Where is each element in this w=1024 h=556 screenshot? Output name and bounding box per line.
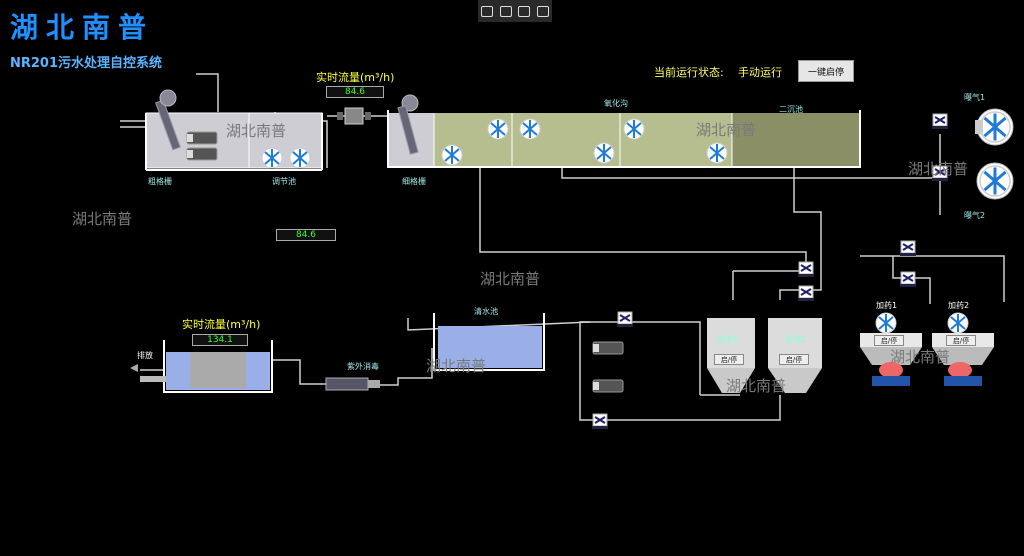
label-coarse-screen: 粗格栅 (148, 177, 172, 186)
flow-readout-top: 84.6 (326, 86, 384, 98)
status-value: 手动运行 (738, 66, 782, 79)
watermark: 湖北南普 (890, 348, 951, 366)
label-dosing-2: 加药2 (948, 301, 970, 310)
watermark: 湖北南普 (426, 357, 487, 375)
label-regulating-tank: 调节池 (272, 177, 296, 186)
pointer-icon[interactable] (499, 5, 512, 17)
view-toolbar (478, 0, 552, 22)
flow-label-top: 实时流量(m³/h) (316, 71, 395, 84)
watermark: 湖北南普 (696, 121, 757, 139)
dosing-1-start-stop-button[interactable]: 启/停 (874, 335, 904, 346)
label-dosing-1: 加药1 (876, 301, 898, 310)
watermark: 湖北南普 (72, 210, 133, 228)
flow-label-bottom: 实时流量(m³/h) (182, 318, 261, 331)
label-secondary-clarifier: 二沉池 (779, 105, 803, 114)
label-blower-2: 曝气2 (964, 211, 986, 220)
expand-icon[interactable] (536, 5, 549, 17)
watermark: 湖北南普 (908, 160, 969, 178)
watermark: 湖北南普 (480, 270, 541, 288)
label-clear-water-tank: 清水池 (474, 307, 498, 316)
flow-readout-bottom: 134.1 (192, 334, 248, 346)
watermark: 湖北南普 (226, 122, 287, 140)
status-label: 当前运行状态: (654, 66, 724, 79)
brand-title: 湖北南普 (10, 11, 155, 44)
label-discharge: 排放 (137, 351, 153, 360)
label-fine-screen: 细格栅 (402, 177, 426, 186)
label-uv-disinfection: 紫外消毒 (347, 362, 379, 371)
label-filter-1: 滤池1 (717, 335, 739, 344)
system-subtitle: NR201污水处理自控系统 (10, 56, 163, 71)
watermark: 湖北南普 (726, 377, 787, 395)
dosing-2-start-stop-button[interactable]: 启/停 (946, 335, 976, 346)
label-oxidation-ditch: 氧化沟 (604, 99, 628, 108)
coarse-screen-rake (155, 99, 181, 151)
filter-2-start-stop-button[interactable]: 启/停 (779, 354, 809, 365)
label-filter-2: 滤池2 (785, 335, 807, 344)
edit-icon[interactable] (481, 5, 494, 17)
label-blower-1: 曝气1 (964, 93, 986, 102)
filter-1-start-stop-button[interactable]: 启/停 (714, 354, 744, 365)
flow-readout-mid: 84.6 (276, 229, 336, 241)
fit-icon[interactable] (518, 5, 531, 17)
one-key-start-stop-button[interactable]: 一键启停 (798, 60, 854, 82)
